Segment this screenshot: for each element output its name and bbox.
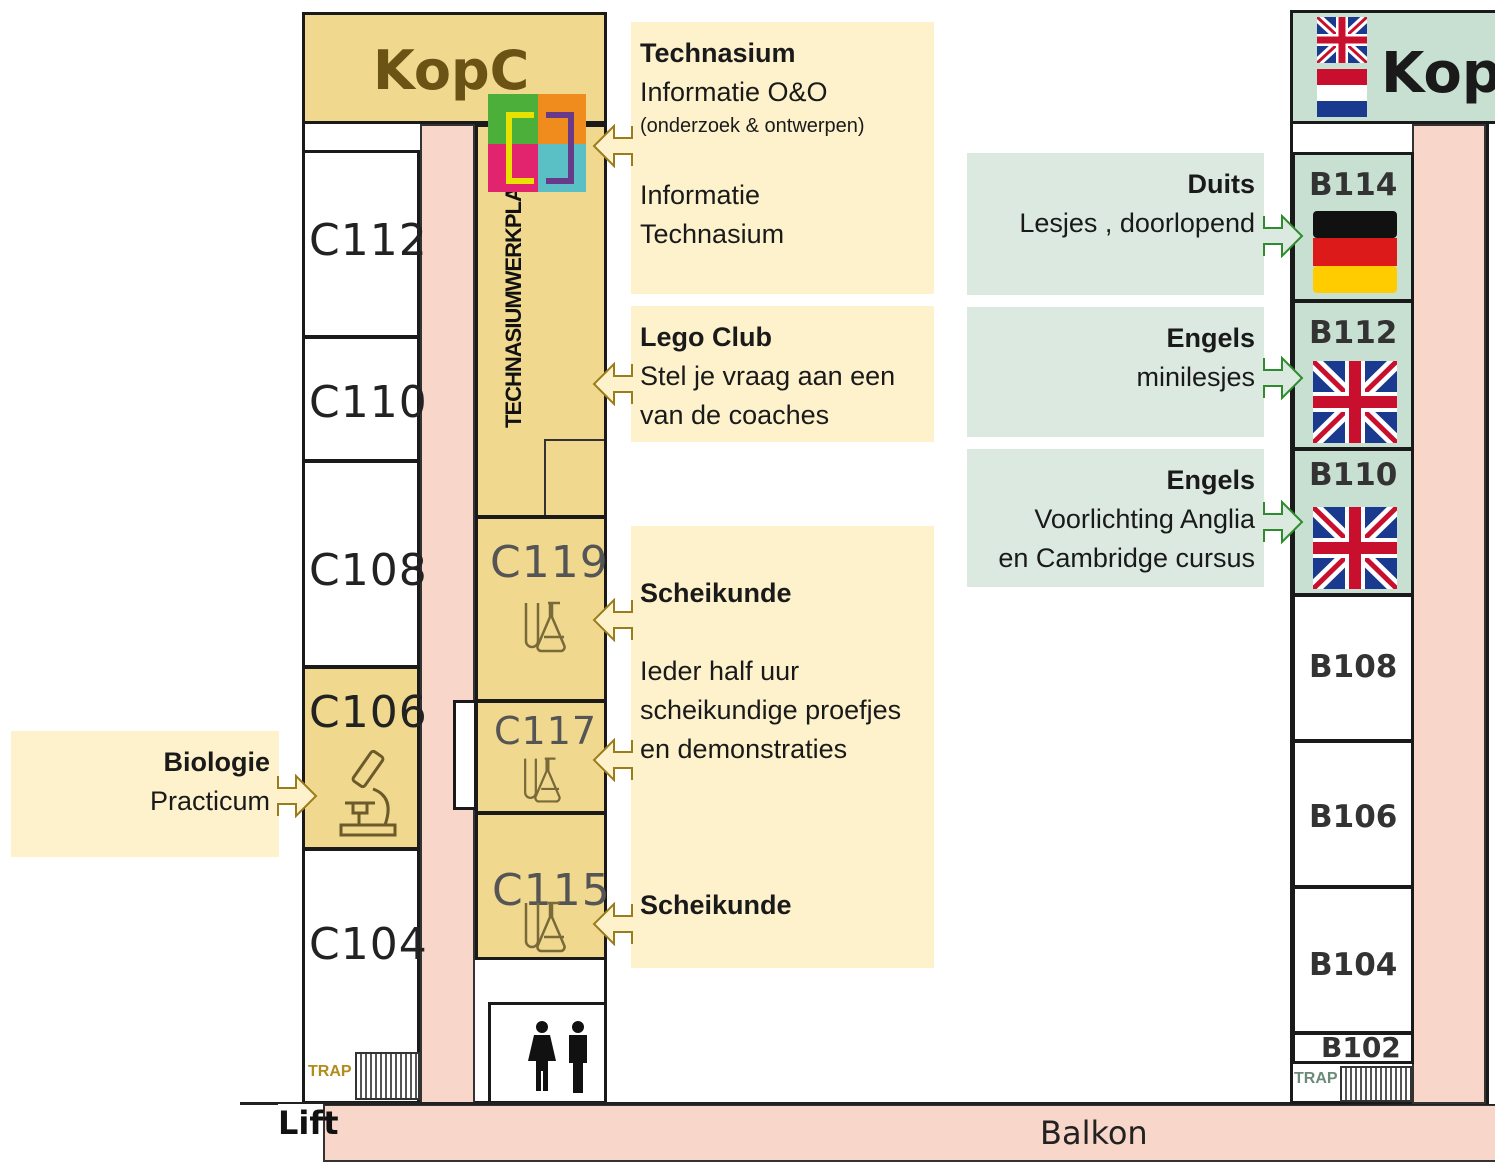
technasium-logo <box>488 94 586 192</box>
info-engels2-line1: Voorlichting Anglia <box>1034 504 1255 534</box>
arrow-right-icon-biologie <box>277 774 318 818</box>
room-kopc[interactable]: KopC <box>302 12 607 124</box>
uk-flag-icon-b110 <box>1313 507 1397 589</box>
room-c110[interactable]: C110 <box>302 336 427 462</box>
room-b102[interactable]: B102 <box>1292 1031 1414 1064</box>
room-b108-label: B108 <box>1309 649 1398 685</box>
info-scheikunde1-title: Scheikunde <box>640 578 792 608</box>
room-c110-label: C110 <box>309 377 428 428</box>
arrow-left-icon-scheikunde-c115 <box>592 902 633 946</box>
info-engels2-line2: en Cambridge cursus <box>998 543 1255 573</box>
info-engels-1: Engels minilesjes <box>967 307 1264 437</box>
storage-box-c117 <box>453 700 477 810</box>
room-kopb[interactable]: Kop <box>1290 10 1495 124</box>
info-scheikunde1-line1: Ieder half uur <box>640 656 800 686</box>
info-scheikunde1-line3: en demonstraties <box>640 734 848 764</box>
flask-icon-c115 <box>524 901 566 953</box>
info-scheikunde1-line2: scheikundige proefjes <box>640 695 902 725</box>
dutch-flag-icon-kop <box>1317 69 1367 117</box>
lift-label: Lift <box>278 1104 339 1142</box>
arrow-left-icon-scheikunde-c119 <box>592 598 633 642</box>
corridor-c <box>420 124 475 1104</box>
room-b108[interactable]: B108 <box>1292 594 1414 742</box>
info-technasium-line3: Informatie <box>640 180 761 210</box>
balkon-corridor <box>325 1104 1495 1162</box>
info-scheikunde2-title: Scheikunde <box>640 890 792 920</box>
arrow-right-icon-engels-1 <box>1263 356 1304 400</box>
stairs-left <box>355 1052 420 1100</box>
microscope-icon <box>339 749 397 837</box>
room-c112-label: C112 <box>309 215 428 266</box>
trap-right-label: TRAP <box>1294 1070 1338 1087</box>
uk-flag-icon-kop <box>1317 17 1367 63</box>
room-b114[interactable]: B114 <box>1292 152 1414 302</box>
toilet-icon <box>528 1021 587 1093</box>
info-lego-club: Lego Club Stel je vraag aan een van de c… <box>631 306 934 442</box>
room-c119-label: C119 <box>490 537 609 588</box>
room-b110-label: B110 <box>1309 457 1398 493</box>
info-technasium-line2: (onderzoek & ontwerpen) <box>640 115 865 137</box>
balkon-label: Balkon <box>1040 1114 1148 1152</box>
arrow-right-icon-duits <box>1263 214 1304 258</box>
info-biologie-title: Biologie <box>163 747 271 777</box>
room-b112[interactable]: B112 <box>1292 300 1414 450</box>
info-lego-line2: van de coaches <box>640 400 830 430</box>
flask-icon-c119 <box>524 601 566 653</box>
room-c108-label: C108 <box>309 545 428 596</box>
room-c117[interactable]: C117 <box>475 700 607 814</box>
room-b114-label: B114 <box>1309 167 1398 203</box>
room-c106-label: C106 <box>309 687 428 738</box>
info-engels1-line1: minilesjes <box>1136 362 1255 392</box>
stairs-right <box>1340 1066 1412 1102</box>
room-c119[interactable]: C119 <box>475 516 609 702</box>
room-c117-label: C117 <box>494 709 598 753</box>
arrow-right-icon-engels-2 <box>1263 500 1304 544</box>
uk-flag-icon-b112 <box>1313 361 1397 443</box>
room-kopc-label: KopC <box>373 39 530 102</box>
info-scheikunde-2: Scheikunde <box>631 780 934 968</box>
info-technasium-line1: Informatie O&O <box>640 77 828 107</box>
info-technasium-line4: Technasium <box>640 219 785 249</box>
room-kopb-label: Kop <box>1381 41 1495 106</box>
info-biologie: Biologie Practicum <box>11 731 279 857</box>
info-duits: Duits Lesjes , doorlopend <box>967 153 1264 295</box>
balkon-line <box>240 1102 1495 1105</box>
info-lego-line1: Stel je vraag aan een <box>640 361 896 391</box>
room-c106[interactable]: C106 <box>302 666 427 850</box>
info-technasium-title: Technasium <box>640 38 796 68</box>
info-biologie-line1: Practicum <box>149 786 270 816</box>
room-c115[interactable]: C115 <box>475 812 610 960</box>
b-wing-right-rooms <box>1486 124 1495 1104</box>
info-duits-line1: Lesjes , doorlopend <box>1019 208 1255 238</box>
room-c108[interactable]: C108 <box>302 460 427 668</box>
toilets[interactable] <box>488 1002 607 1104</box>
arrow-left-icon-technasium <box>592 124 633 168</box>
info-duits-title: Duits <box>1187 169 1256 199</box>
corridor-b <box>1412 124 1486 1104</box>
trap-left-label: TRAP <box>308 1063 352 1080</box>
werkplaats-inner-box <box>544 439 604 515</box>
info-engels1-title: Engels <box>1166 323 1255 353</box>
arrow-left-icon-lego <box>592 362 633 406</box>
arrow-left-icon-scheikunde-c117 <box>592 738 633 782</box>
room-b112-label: B112 <box>1309 315 1398 351</box>
room-werkplaats-label: TECHNASIUMWERKPLAATS <box>501 147 526 428</box>
room-b104-label: B104 <box>1309 947 1398 983</box>
room-b110[interactable]: B110 <box>1292 448 1414 596</box>
room-b106[interactable]: B106 <box>1292 740 1414 888</box>
info-scheikunde-1: Scheikunde Ieder half uur scheikundige p… <box>631 526 934 782</box>
room-b102-label: B102 <box>1321 1031 1401 1064</box>
room-c104-label: C104 <box>309 919 428 970</box>
room-b104[interactable]: B104 <box>1292 886 1414 1034</box>
lift[interactable] <box>278 1104 325 1162</box>
info-engels2-title: Engels <box>1166 465 1255 495</box>
room-b106-label: B106 <box>1309 799 1398 835</box>
flask-icon-c117 <box>524 757 561 803</box>
room-c112[interactable]: C112 <box>302 150 427 338</box>
german-flag-icon <box>1313 211 1397 293</box>
info-lego-title: Lego Club <box>640 322 772 352</box>
info-technasium: Technasium Informatie O&O (onderzoek & o… <box>631 22 934 294</box>
info-engels-2: Engels Voorlichting Anglia en Cambridge … <box>967 449 1264 587</box>
